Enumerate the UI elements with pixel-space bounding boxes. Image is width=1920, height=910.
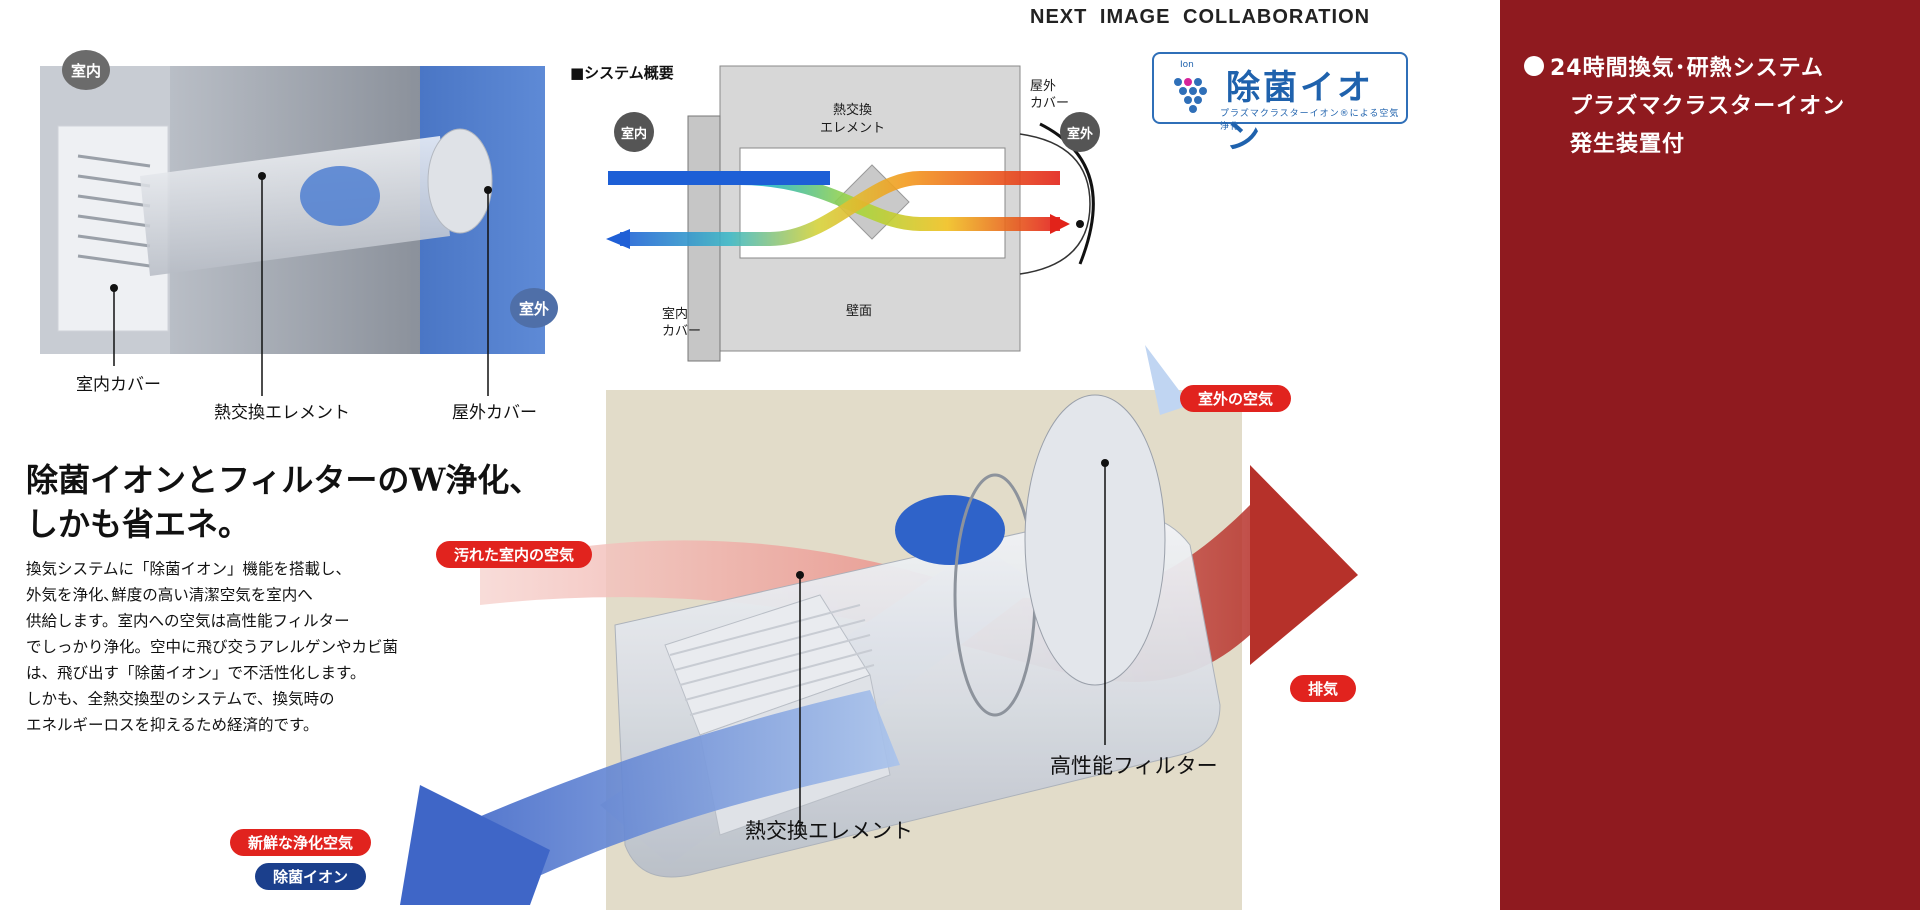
system-inner-cover-label: 室内 カバー (662, 306, 701, 340)
main-heading-l2: しかも省エネ。 (26, 505, 251, 543)
caption-heat-element: 熱交換エレメント (214, 403, 350, 423)
photo-leader-lines (110, 172, 492, 396)
system-outdoor-badge: 室外 (1060, 112, 1100, 152)
feature-line-1: プラズマクラスターイオン (1570, 93, 1846, 119)
collab-header: NEXT IMAGE COLLABORATION (1030, 6, 1371, 28)
system-wall-label: 壁面 (846, 304, 873, 319)
logo-ion-tag: Ion (1180, 60, 1194, 70)
system-inner-cover-l2: カバー (662, 324, 702, 339)
caption-outdoor-cover: 屋外カバー (452, 403, 537, 423)
body-text: 換気システムに「除菌イオン」機能を搭載し、 外気を浄化､鮮度の高い清潔空気を室内… (26, 556, 456, 738)
label-outdoor-air: 室外の空気 (1180, 385, 1292, 412)
photo-graphic (40, 66, 545, 354)
feature-headline-text: 24時間換気･研熱システム (1550, 56, 1824, 81)
caption-indoor-cover: 室内カバー (76, 375, 161, 395)
label-dirty-air: 汚れた室内の空気 (436, 541, 593, 568)
logo-name: 除菌イオン (1226, 68, 1374, 157)
system-outer-cover-l2: カバー (1030, 96, 1070, 111)
photo-outdoor-badge: 室外 (510, 288, 558, 328)
bullet-icon (1524, 56, 1544, 76)
system-diagram: 室内 室外 熱交換 エレメント 屋外 カバー 室内 カバー 壁面 (590, 64, 1100, 364)
main-heading: 除菌イオンとフィルターのW浄化、 しかも省エネ。 (26, 458, 541, 546)
grape-icon (1174, 78, 1207, 113)
body-line: エネルギーロスを抑えるため経済的です。 (26, 716, 319, 734)
feature-sidebar: 24時間換気･研熱システム プラズマクラスターイオン 発生装置付 (1500, 0, 1920, 910)
system-element-l1: 熱交換 (833, 103, 873, 118)
label-hepa-filter: 高性能フィルター (1050, 754, 1218, 778)
label-exhaust: 排気 (1290, 675, 1357, 702)
main-heading-l1: 除菌イオンとフィルターのW浄化、 (26, 461, 542, 499)
photo-indoor-badge: 室内 (62, 50, 110, 90)
body-line: 換気システムに「除菌イオン」機能を搭載し、 (26, 560, 352, 578)
system-outer-cover-label: 屋外 カバー (1030, 78, 1069, 112)
body-line: は、飛び出す「除菌イオン」で不活性化します。 (26, 664, 366, 682)
system-graphic (606, 65, 1095, 362)
system-indoor-badge: 室内 (614, 112, 654, 152)
product-photo: 室内 室外 (40, 50, 558, 396)
feature-line-2: 発生装置付 (1570, 131, 1686, 157)
body-line: でしっかり浄化。空中に飛び交うアレルゲンやカビ菌 (26, 638, 399, 656)
system-inner-cover-l1: 室内 (662, 307, 689, 322)
ion-logo: Ion 除菌イオン プラズマクラスターイオン®による空気浄化 (1152, 52, 1408, 157)
body-line: しかも、全熱交換型のシステムで、換気時の (26, 690, 335, 708)
system-outer-cover-l1: 屋外 (1030, 79, 1057, 94)
system-element-l2: エレメント (820, 121, 886, 136)
label-heat-element: 熱交換エレメント (745, 819, 913, 843)
body-line: 外気を浄化､鮮度の高い清潔空気を室内へ (26, 586, 313, 604)
body-line: 供給します。室内への空気は高性能フィルター (26, 612, 350, 630)
feature-headline: 24時間換気･研熱システム (1524, 50, 1920, 82)
unit-graphic (400, 345, 1358, 910)
unit-illustration: 室外の空気 汚れた室内の空気 排気 新鮮な浄化空気 除菌イオン 高性能フィルター… (230, 345, 1510, 910)
logo-tagline: プラズマクラスターイオン®による空気浄化 (1220, 109, 1400, 132)
label-fresh-air: 新鮮な浄化空気 (230, 829, 372, 856)
system-element-label: 熱交換 エレメント (820, 102, 885, 138)
system-title: ■システム概要 (570, 64, 674, 82)
label-sterilizing-ion: 除菌イオン (255, 863, 367, 890)
